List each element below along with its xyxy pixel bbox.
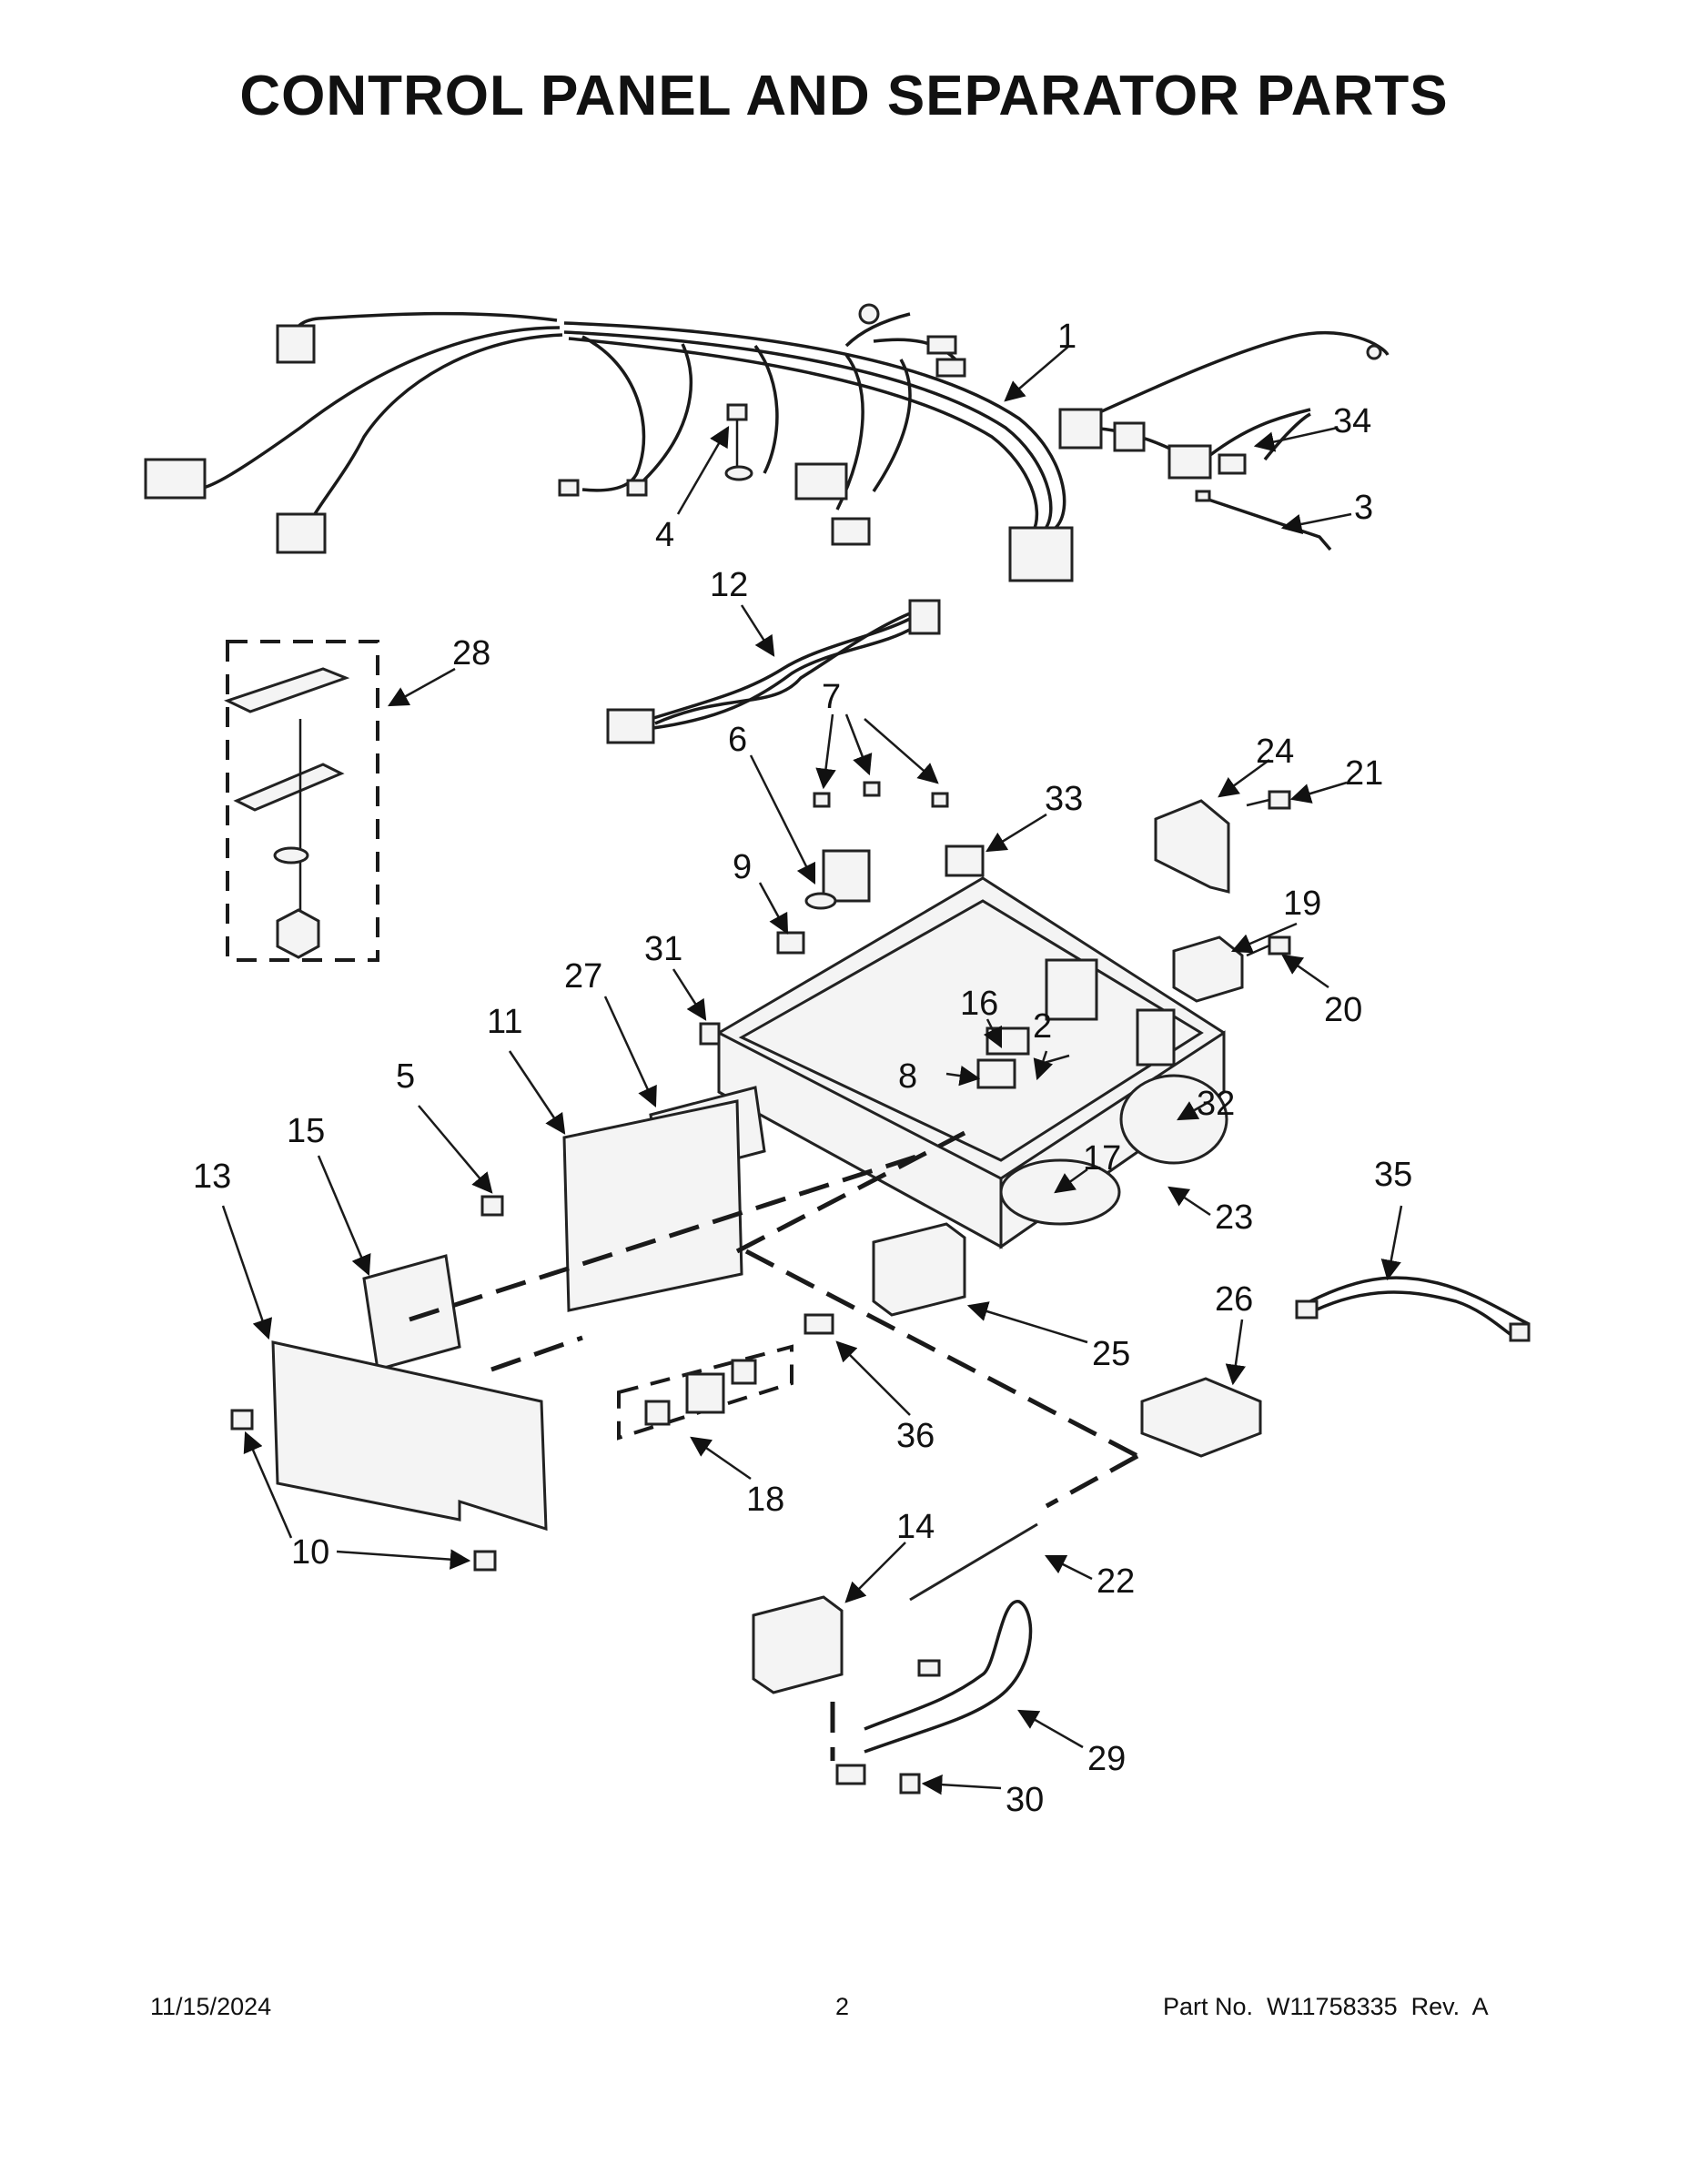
plug-9 bbox=[776, 931, 805, 955]
callout-4: 4 bbox=[655, 516, 674, 554]
callout-33: 33 bbox=[1045, 780, 1083, 818]
cable bbox=[864, 1600, 1033, 1754]
callout-23: 23 bbox=[1215, 1198, 1253, 1237]
callout-5: 5 bbox=[396, 1057, 415, 1096]
harness-screw bbox=[724, 403, 753, 481]
bracket bbox=[1154, 799, 1230, 894]
panel-plate bbox=[271, 1340, 548, 1532]
callout-12: 12 bbox=[710, 566, 748, 604]
sensor-harness bbox=[1295, 1276, 1531, 1342]
footer-part-number: Part No. W11758335 Rev. A bbox=[1163, 1993, 1489, 2020]
callout-30: 30 bbox=[1006, 1781, 1044, 1819]
actuator-rod bbox=[909, 1522, 1038, 1602]
callout-35: 35 bbox=[1374, 1156, 1412, 1194]
harness-connectors bbox=[144, 303, 1382, 582]
callout-13: 13 bbox=[193, 1158, 231, 1196]
cable-screw bbox=[899, 1773, 921, 1795]
callout-6: 6 bbox=[728, 721, 747, 759]
callout-19: 19 bbox=[1283, 885, 1321, 923]
transformer bbox=[804, 849, 871, 910]
main-wire-harness bbox=[189, 311, 1390, 533]
callout-25: 25 bbox=[1092, 1335, 1130, 1373]
callout-31: 31 bbox=[644, 930, 682, 968]
footer-page-number: 2 bbox=[835, 1993, 850, 2020]
callout-20: 20 bbox=[1324, 991, 1362, 1029]
alignment-lines bbox=[409, 1130, 1139, 1761]
spacer bbox=[699, 1022, 721, 1046]
circuit-board bbox=[362, 1254, 461, 1371]
callout-22: 22 bbox=[1097, 1562, 1135, 1601]
callout-2: 2 bbox=[1033, 1007, 1052, 1046]
callout-10: 10 bbox=[291, 1533, 329, 1572]
callout-24: 24 bbox=[1256, 733, 1294, 771]
panel-screw-10b bbox=[473, 1550, 497, 1572]
callout-leaders bbox=[221, 345, 1403, 1795]
mounting-bracket bbox=[1140, 1377, 1262, 1458]
callout-8: 8 bbox=[898, 1057, 917, 1096]
callout-28: 28 bbox=[452, 634, 490, 672]
callout-numbers: 1 34 3 4 12 28 7 6 33 24 21 9 19 20 31 2… bbox=[193, 318, 1412, 1819]
screw-20 bbox=[1246, 935, 1291, 957]
ground-wire bbox=[1195, 490, 1332, 551]
mounting-screws bbox=[813, 781, 949, 808]
callout-7: 7 bbox=[822, 678, 841, 716]
jumper-harness bbox=[606, 599, 941, 744]
callout-17: 17 bbox=[1083, 1139, 1121, 1178]
panel-frame bbox=[562, 1099, 743, 1312]
switch-housing bbox=[1172, 935, 1244, 1003]
callout-36: 36 bbox=[896, 1417, 935, 1455]
separator-box bbox=[717, 876, 1228, 1249]
page-title: CONTROL PANEL AND SEPARATOR PARTS bbox=[239, 65, 1449, 127]
kit-box bbox=[224, 640, 379, 962]
footer-date: 11/15/2024 bbox=[150, 1993, 272, 2020]
callout-14: 14 bbox=[896, 1508, 935, 1546]
callout-15: 15 bbox=[287, 1112, 325, 1150]
control-module bbox=[872, 1222, 966, 1317]
terminal-block bbox=[945, 844, 985, 877]
callout-18: 18 bbox=[746, 1481, 784, 1519]
lock-assembly bbox=[617, 1313, 834, 1441]
relay-plate bbox=[976, 1058, 1016, 1089]
callout-34: 34 bbox=[1333, 402, 1371, 440]
callout-11: 11 bbox=[487, 1003, 522, 1041]
panel-screw-5 bbox=[480, 1195, 504, 1217]
door-switch bbox=[752, 1595, 844, 1694]
callout-27: 27 bbox=[564, 957, 602, 996]
callout-3: 3 bbox=[1354, 489, 1373, 527]
callout-1: 1 bbox=[1057, 318, 1076, 356]
panel-screw-10a bbox=[230, 1409, 254, 1431]
screw-21 bbox=[1246, 790, 1291, 810]
callout-9: 9 bbox=[733, 848, 752, 886]
callout-29: 29 bbox=[1087, 1740, 1126, 1778]
callout-16: 16 bbox=[960, 985, 998, 1023]
callout-32: 32 bbox=[1197, 1085, 1235, 1123]
callout-26: 26 bbox=[1215, 1280, 1253, 1319]
callout-21: 21 bbox=[1345, 754, 1383, 793]
cable-end bbox=[835, 1659, 941, 1785]
